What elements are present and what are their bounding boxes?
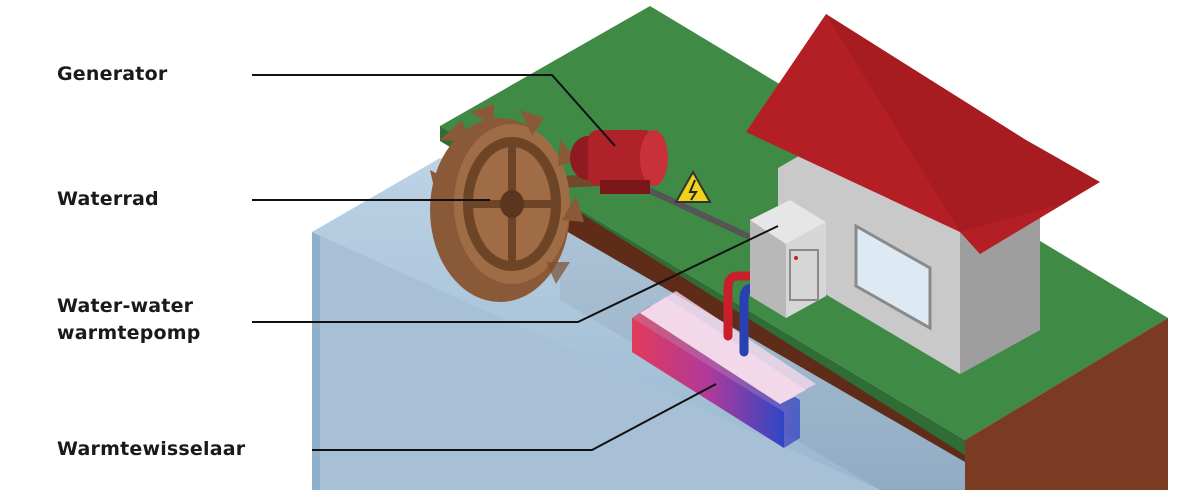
high-voltage-warning-icon [674, 169, 712, 203]
heat-exchanger-label: Warmtewisselaar [57, 438, 246, 460]
generator-label: Generator [57, 63, 168, 85]
heat-pump-label-line2: warmtepomp [57, 322, 201, 344]
power-cable [638, 183, 754, 241]
generator [570, 130, 668, 194]
leader-line-heat-pump [252, 225, 779, 323]
hot-pipe [723, 271, 767, 341]
house-roof [746, 14, 1100, 254]
waterwheel [430, 104, 584, 302]
leader-line-generator [252, 74, 616, 147]
heat-pump-label: Water-water warmtepomp [57, 293, 201, 347]
heat-pump-label-line1: Water-water [57, 295, 194, 317]
water-left-face [312, 232, 320, 490]
house [746, 14, 1100, 374]
heat-pump-unit [750, 200, 826, 318]
heat-exchanger [632, 291, 816, 448]
soil-front-face [965, 318, 1168, 490]
house-window [854, 223, 932, 331]
water-front-face [312, 232, 880, 490]
waterwheel-label: Waterrad [57, 188, 159, 210]
leader-line-heat-exchanger [312, 383, 717, 451]
